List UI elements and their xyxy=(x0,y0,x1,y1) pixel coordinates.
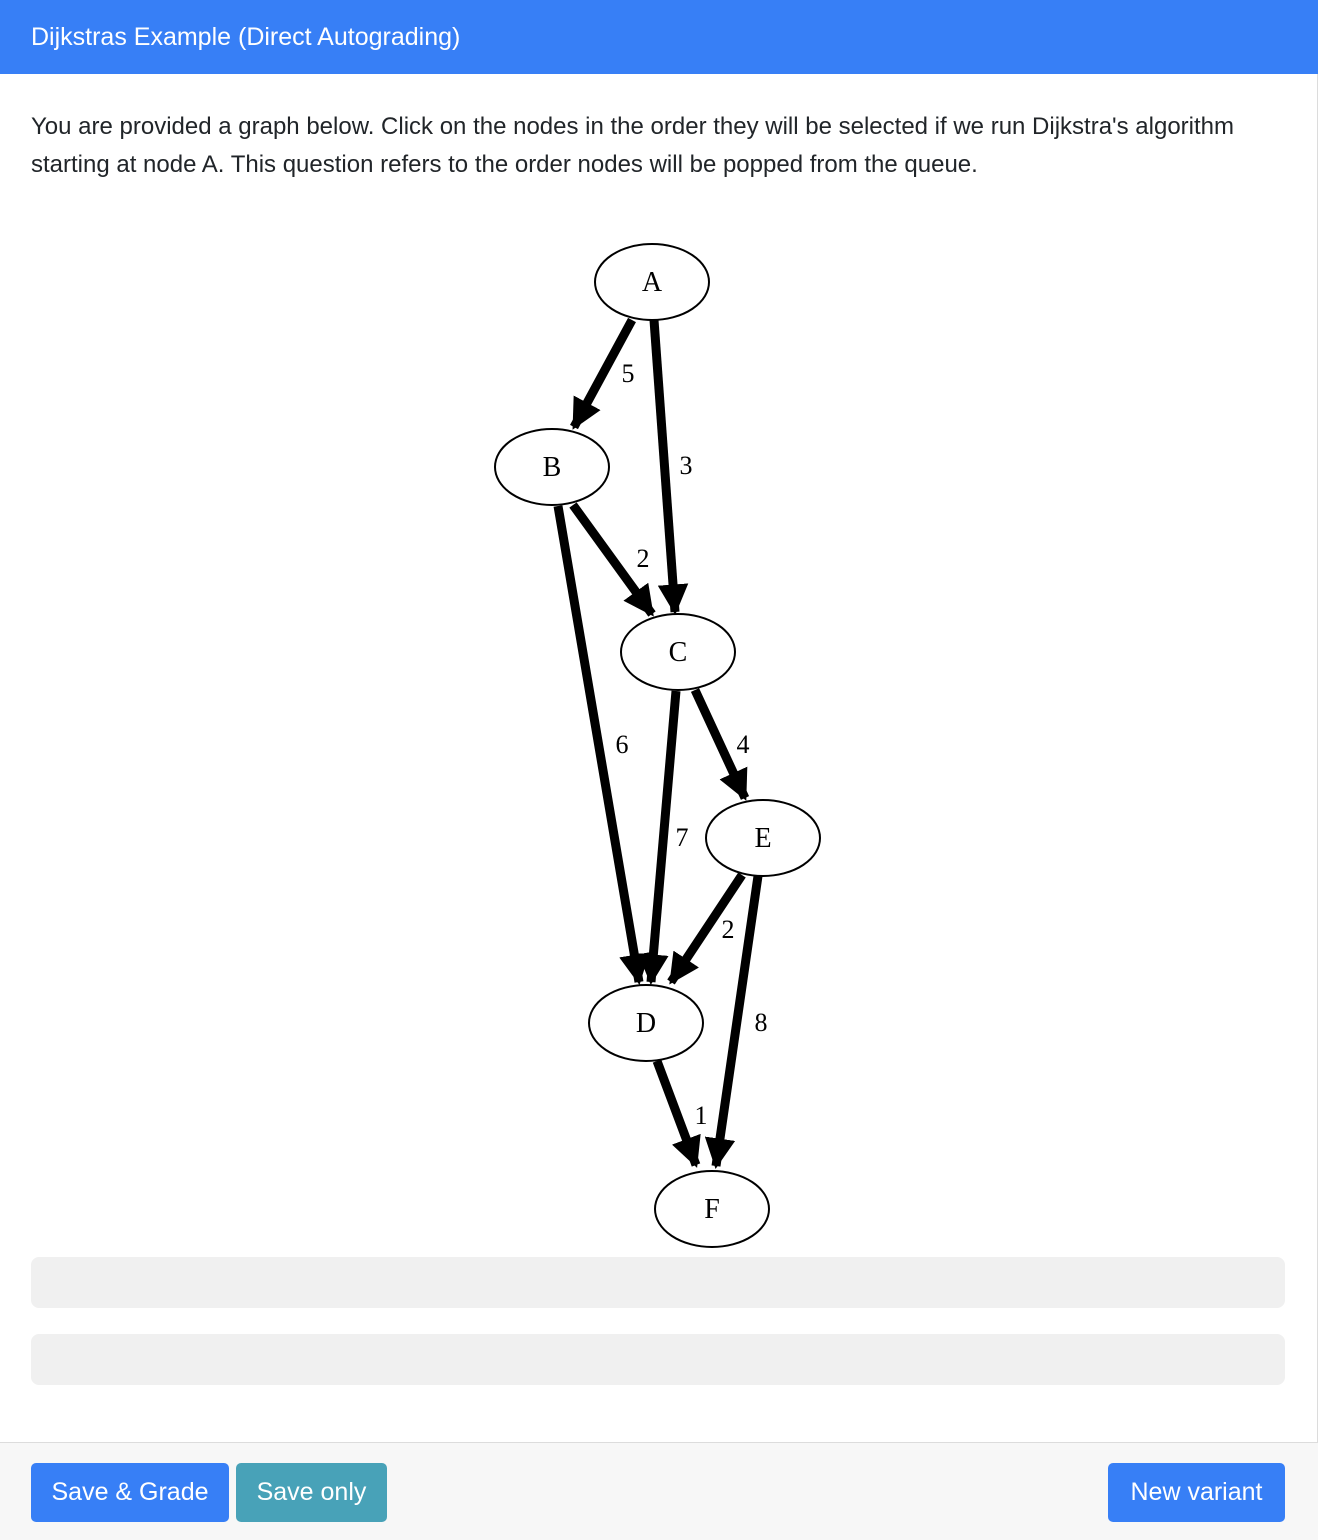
edge-weight-E-D: 2 xyxy=(722,915,735,944)
question-prompt: You are provided a graph below. Click on… xyxy=(31,113,1235,178)
new-variant-button[interactable]: New variant xyxy=(1108,1463,1285,1522)
graph-node-F-label: F xyxy=(704,1194,720,1225)
graph-node-E[interactable]: E xyxy=(705,799,821,877)
graph-node-D[interactable]: D xyxy=(588,984,704,1062)
edge-weight-C-D: 7 xyxy=(676,823,689,852)
edge-weight-B-D: 6 xyxy=(616,730,629,759)
graph-node-F[interactable]: F xyxy=(654,1170,770,1248)
save-only-button[interactable]: Save only xyxy=(236,1463,387,1522)
edge-A-B xyxy=(570,317,636,430)
edge-D-F xyxy=(652,1059,701,1168)
edge-weight-D-F: 1 xyxy=(695,1101,708,1130)
graph-canvas: 5 3 2 6 7 4 2 8 1 A B C D E xyxy=(494,243,821,1248)
edge-weight-A-C: 3 xyxy=(680,451,693,480)
edge-C-E xyxy=(690,688,750,801)
graph-node-A[interactable]: A xyxy=(594,243,710,321)
edges-group xyxy=(553,317,763,1170)
graph-node-C[interactable]: C xyxy=(620,613,736,691)
edge-weight-E-F: 8 xyxy=(755,1008,768,1037)
graph-node-D-label: D xyxy=(636,1008,656,1039)
feedback-box xyxy=(31,1334,1285,1385)
graph-node-A-label: A xyxy=(642,267,663,298)
graph-node-B[interactable]: B xyxy=(494,428,610,506)
edge-B-D xyxy=(553,505,650,986)
question-title: Dijkstras Example (Direct Autograding) xyxy=(0,0,1318,74)
edge-B-C xyxy=(569,502,656,617)
question-footer: Save & Grade Save only New variant xyxy=(0,1442,1318,1540)
edge-weight-C-E: 4 xyxy=(737,730,750,759)
save-grade-button[interactable]: Save & Grade xyxy=(31,1463,229,1522)
edge-E-F xyxy=(704,875,763,1170)
edge-E-D xyxy=(667,872,746,985)
edge-labels-group: 5 3 2 6 7 4 2 8 1 xyxy=(616,359,768,1130)
edge-weight-A-B: 5 xyxy=(622,359,635,388)
edge-C-D xyxy=(638,690,681,986)
edge-weight-B-C: 2 xyxy=(637,544,650,573)
graph-node-B-label: B xyxy=(543,452,562,483)
selection-order-box xyxy=(31,1257,1285,1308)
edge-A-C xyxy=(649,319,689,616)
graph-node-C-label: C xyxy=(669,637,688,668)
graph-node-E-label: E xyxy=(754,823,771,854)
